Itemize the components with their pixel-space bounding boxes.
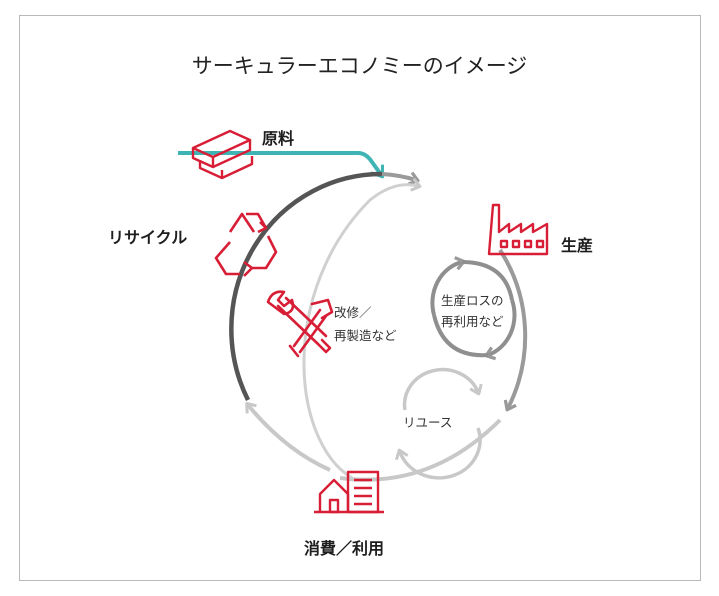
factory-icon xyxy=(487,203,549,256)
recycle-icon xyxy=(214,212,278,277)
recycle-label: リサイクル xyxy=(108,228,188,247)
production-arc xyxy=(381,171,420,186)
reuse-label: リユース xyxy=(403,415,453,430)
raw-material-arrow xyxy=(178,151,382,176)
production-loss-label-line1: 生産ロスの xyxy=(441,293,504,308)
consumption-label: 消費／利用 xyxy=(304,539,385,558)
repair-loop-arc xyxy=(302,177,422,480)
production-consumption-arc xyxy=(498,248,528,412)
reuse-loop-top xyxy=(402,367,483,411)
house-building-icon xyxy=(314,470,384,514)
repair-label-line1: 改修／ xyxy=(334,305,372,320)
production-loss-loop-bottom xyxy=(484,299,517,361)
raw-material-label: 原料 xyxy=(262,129,295,148)
production-label: 生産 xyxy=(561,236,594,255)
raw-material-icon xyxy=(191,129,254,180)
tools-icon xyxy=(266,290,334,358)
reuse-loop-bottom xyxy=(394,427,482,480)
production-loss-loop-top xyxy=(430,256,466,316)
diagram-title: サーキュラーエコノミーのイメージ xyxy=(191,54,528,78)
repair-label-line2: 再製造など xyxy=(334,328,397,343)
recycle-arc xyxy=(229,171,383,402)
production-loss-label-line2: 再利用など xyxy=(441,314,504,329)
consumption-return-arc xyxy=(245,401,331,472)
diagram-frame xyxy=(19,15,701,581)
